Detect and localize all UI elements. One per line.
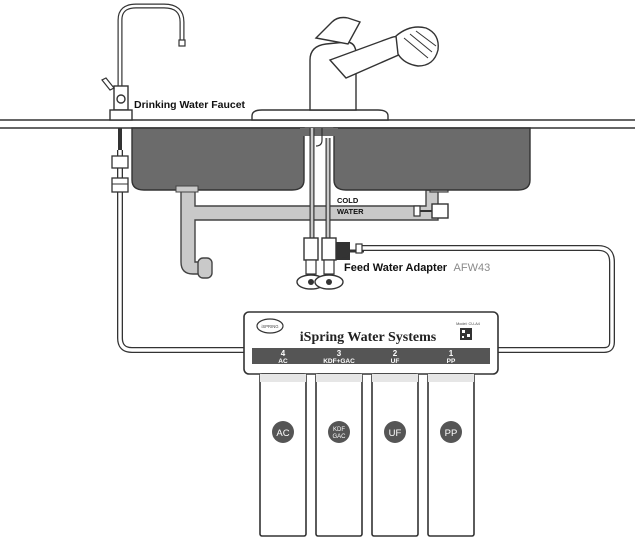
logo-text: iSPRING (262, 324, 279, 329)
drinking-water-faucet (101, 3, 186, 121)
cartridge-kdf-badge-line1: KDF (333, 427, 345, 433)
filter-head (243, 311, 499, 375)
drain-trap-end (197, 257, 213, 279)
cold-water-label-line2: WATER (337, 207, 364, 216)
double-sink (131, 127, 531, 193)
stage-2-number: 2 (393, 349, 398, 358)
stage-4-code: AC (278, 358, 288, 365)
cartridge-uf-badge: UF (389, 428, 402, 439)
drain-pipe (180, 189, 439, 275)
kitchen-faucet (251, 16, 439, 121)
cartridge-pp-badge: PP (445, 428, 458, 439)
brand-title: iSpring Water Systems (300, 330, 437, 345)
adapter-model: AFW43 (454, 262, 491, 274)
countertop (0, 119, 635, 129)
cold-water-label-line1: COLD (337, 196, 359, 205)
cartridges (259, 373, 475, 537)
feed-water-adapter-label: Feed Water Adapter AFW43 (344, 262, 490, 274)
adapter-name: Feed Water Adapter (344, 262, 448, 274)
qr-code (460, 328, 472, 340)
shutoff-valves (296, 237, 344, 290)
stage-3-code: KDF+GAC (323, 358, 355, 365)
cartridge-ac-badge: AC (276, 428, 289, 439)
stage-1-number: 1 (449, 349, 454, 358)
stage-1-code: PP (447, 358, 456, 365)
drain-saddle-valve (413, 203, 449, 219)
stage-3-number: 3 (337, 349, 342, 358)
model-label: Model: CU-A4 (456, 322, 480, 326)
supply-lines (309, 128, 331, 240)
stage-2-code: UF (391, 358, 400, 365)
drinking-faucet-label: Drinking Water Faucet (134, 99, 246, 111)
logo-mark (256, 318, 284, 334)
stage-4-number: 4 (281, 349, 286, 358)
cartridge-kdf-badge-line2: GAC (332, 434, 346, 440)
faucet-connector (111, 155, 129, 193)
